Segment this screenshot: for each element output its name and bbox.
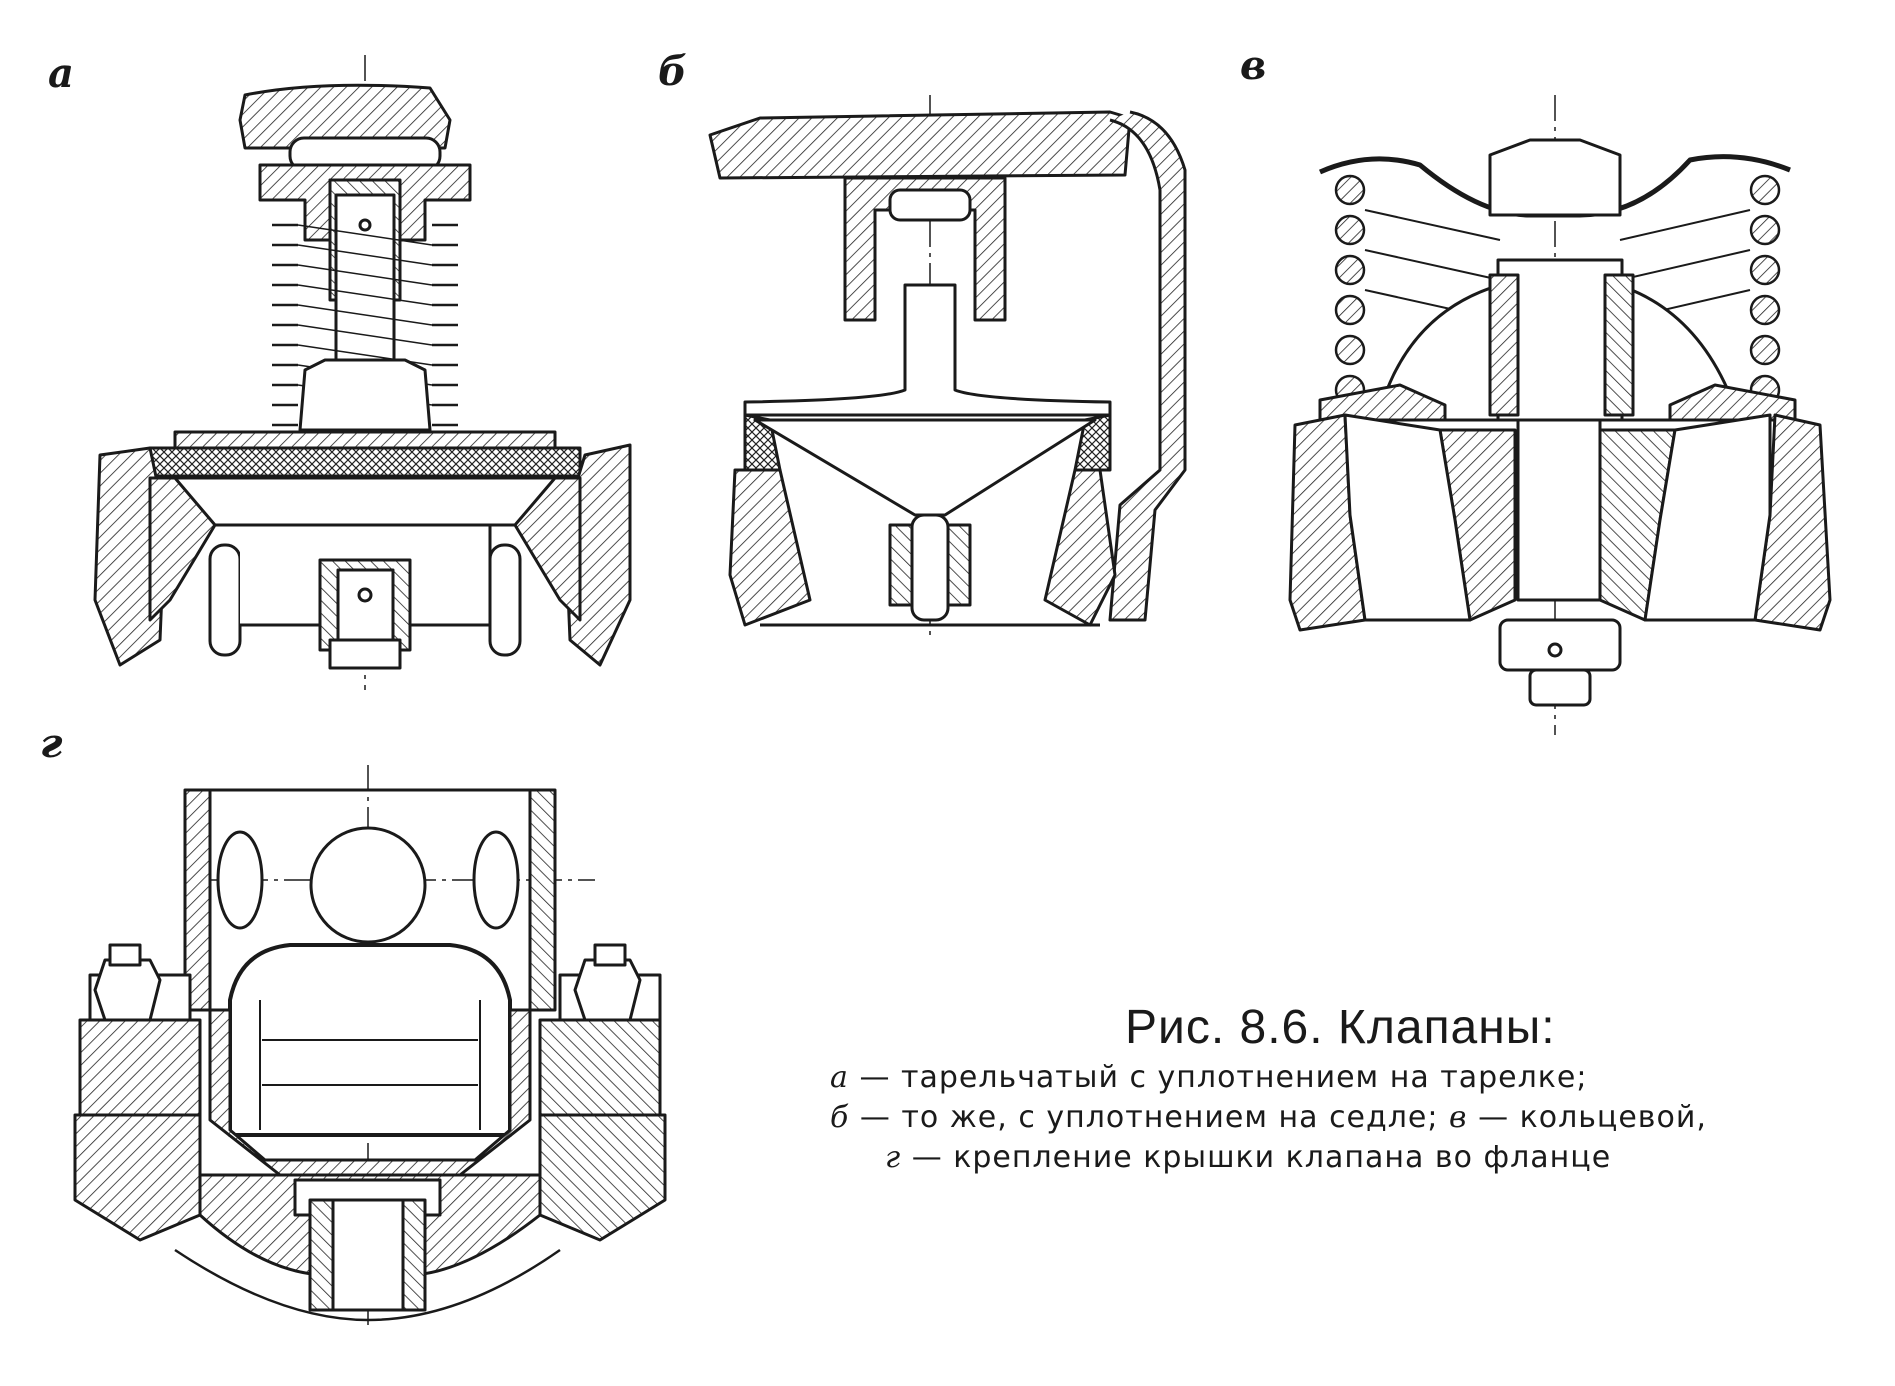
- caption-key-b: б: [830, 1100, 850, 1135]
- panel-label-v: в: [1240, 42, 1267, 89]
- panel-label-b: б: [658, 48, 687, 95]
- caption-text-b: — то же, с уплотнением на седле;: [859, 1100, 1439, 1135]
- caption-line-a: а — тарельчатый с уплотнением на тарелке…: [830, 1060, 1587, 1095]
- figure-caption-title: Рис. 8.6. Клапаны:: [1125, 1001, 1556, 1054]
- panel-label-g: г: [40, 720, 63, 767]
- caption-line-b-v: б — то же, с уплотнением на седле; в — к…: [830, 1100, 1707, 1135]
- caption-key-v: в: [1449, 1100, 1468, 1135]
- caption-line-g: г — крепление крышки клапана во фланце: [885, 1140, 1611, 1175]
- caption-text-a: — тарельчатый с уплотнением на тарелке;: [859, 1060, 1588, 1095]
- valve-v-drawing: [1288, 95, 1832, 735]
- caption-key-a: а: [830, 1060, 849, 1095]
- valve-g-drawing: [73, 765, 667, 1325]
- caption-text-v: — кольцевой,: [1478, 1100, 1707, 1135]
- caption-text-g: — крепление крышки клапана во фланце: [911, 1140, 1612, 1175]
- caption-key-g: г: [885, 1140, 902, 1175]
- valve-v-spring: [1334, 174, 1781, 406]
- valve-a-drawing: [93, 55, 632, 690]
- panel-label-a: а: [48, 50, 74, 97]
- valve-b-drawing: [708, 95, 1187, 640]
